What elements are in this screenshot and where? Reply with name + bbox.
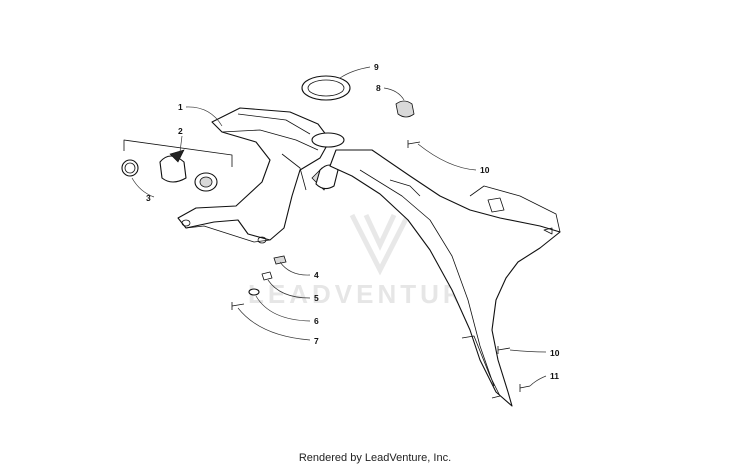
hood-panel-body <box>329 149 561 407</box>
screw-part-10b <box>497 346 511 354</box>
bezel-ring <box>121 159 139 177</box>
dash-panel-part <box>177 107 345 244</box>
dash-inner-ridge <box>281 153 307 191</box>
grommet-part <box>395 100 415 118</box>
leader-5 <box>267 279 311 299</box>
switch-assembly-part <box>121 139 233 192</box>
callout-8: 8 <box>376 83 381 93</box>
leader-lines <box>131 66 547 387</box>
callout-5: 5 <box>314 293 319 303</box>
leader-4 <box>279 261 311 276</box>
bracket-hole <box>181 219 191 227</box>
dash-panel-ridge <box>237 113 311 135</box>
gauge-ring-inner <box>307 79 345 97</box>
gauge-ring-part <box>301 75 351 101</box>
bracket-hole-2 <box>257 236 267 244</box>
watermark-text: LEADVENTURE <box>248 279 487 309</box>
screw-part-10a <box>407 140 421 148</box>
callout-6: 6 <box>314 316 319 326</box>
callout-3: 3 <box>146 193 151 203</box>
switch-knob-inner <box>199 176 213 188</box>
callout-7: 7 <box>314 336 319 346</box>
leader-11 <box>529 375 547 387</box>
bracket-line <box>123 139 233 167</box>
dash-panel-body <box>177 107 331 241</box>
leader-3 <box>131 177 155 198</box>
callout-10b: 10 <box>550 348 560 358</box>
leader-8 <box>383 87 405 101</box>
callout-11: 11 <box>550 371 559 381</box>
callout-9: 9 <box>374 62 379 72</box>
bezel-ring-inner <box>124 162 136 174</box>
leader-10a <box>417 143 477 171</box>
callout-10a: 10 <box>480 165 490 175</box>
screw-part-11 <box>519 384 531 392</box>
leader-7 <box>237 307 311 341</box>
footer-credit: Rendered by LeadVenture, Inc. <box>298 452 452 464</box>
hood-panel-part <box>329 149 561 407</box>
leader-1 <box>185 106 223 127</box>
hood-lower-strip <box>461 335 501 399</box>
hood-panel-inner <box>389 179 421 197</box>
hood-panel-mount-tab <box>487 197 505 213</box>
dash-panel-edge <box>221 129 319 151</box>
clip-part <box>261 271 273 281</box>
callouts: 1 2 3 4 5 6 7 8 9 10 10 11 <box>146 62 560 381</box>
leader-2 <box>179 135 183 153</box>
nut-part <box>273 255 287 265</box>
watermark: LEADVENTURE <box>248 213 487 309</box>
watermark-logo <box>349 213 411 276</box>
callout-1: 1 <box>178 102 183 112</box>
hood-panel-top-edge <box>469 185 561 233</box>
hardware-parts <box>231 140 553 392</box>
washer-part <box>248 288 260 296</box>
callout-4: 4 <box>314 270 319 280</box>
callout-2: 2 <box>178 126 183 136</box>
switch-clip <box>159 155 187 183</box>
screw-part <box>231 302 245 310</box>
grommet-body <box>395 100 415 118</box>
gauge-opening <box>311 132 345 148</box>
leader-6 <box>255 295 311 322</box>
hood-panel-rib <box>359 169 495 387</box>
switch-body <box>315 164 339 190</box>
dash-panel-bracket <box>185 225 271 243</box>
fastener-right <box>543 227 553 235</box>
leader-9 <box>339 66 371 79</box>
leader-10b <box>509 349 547 353</box>
clip-arrow <box>169 149 185 163</box>
